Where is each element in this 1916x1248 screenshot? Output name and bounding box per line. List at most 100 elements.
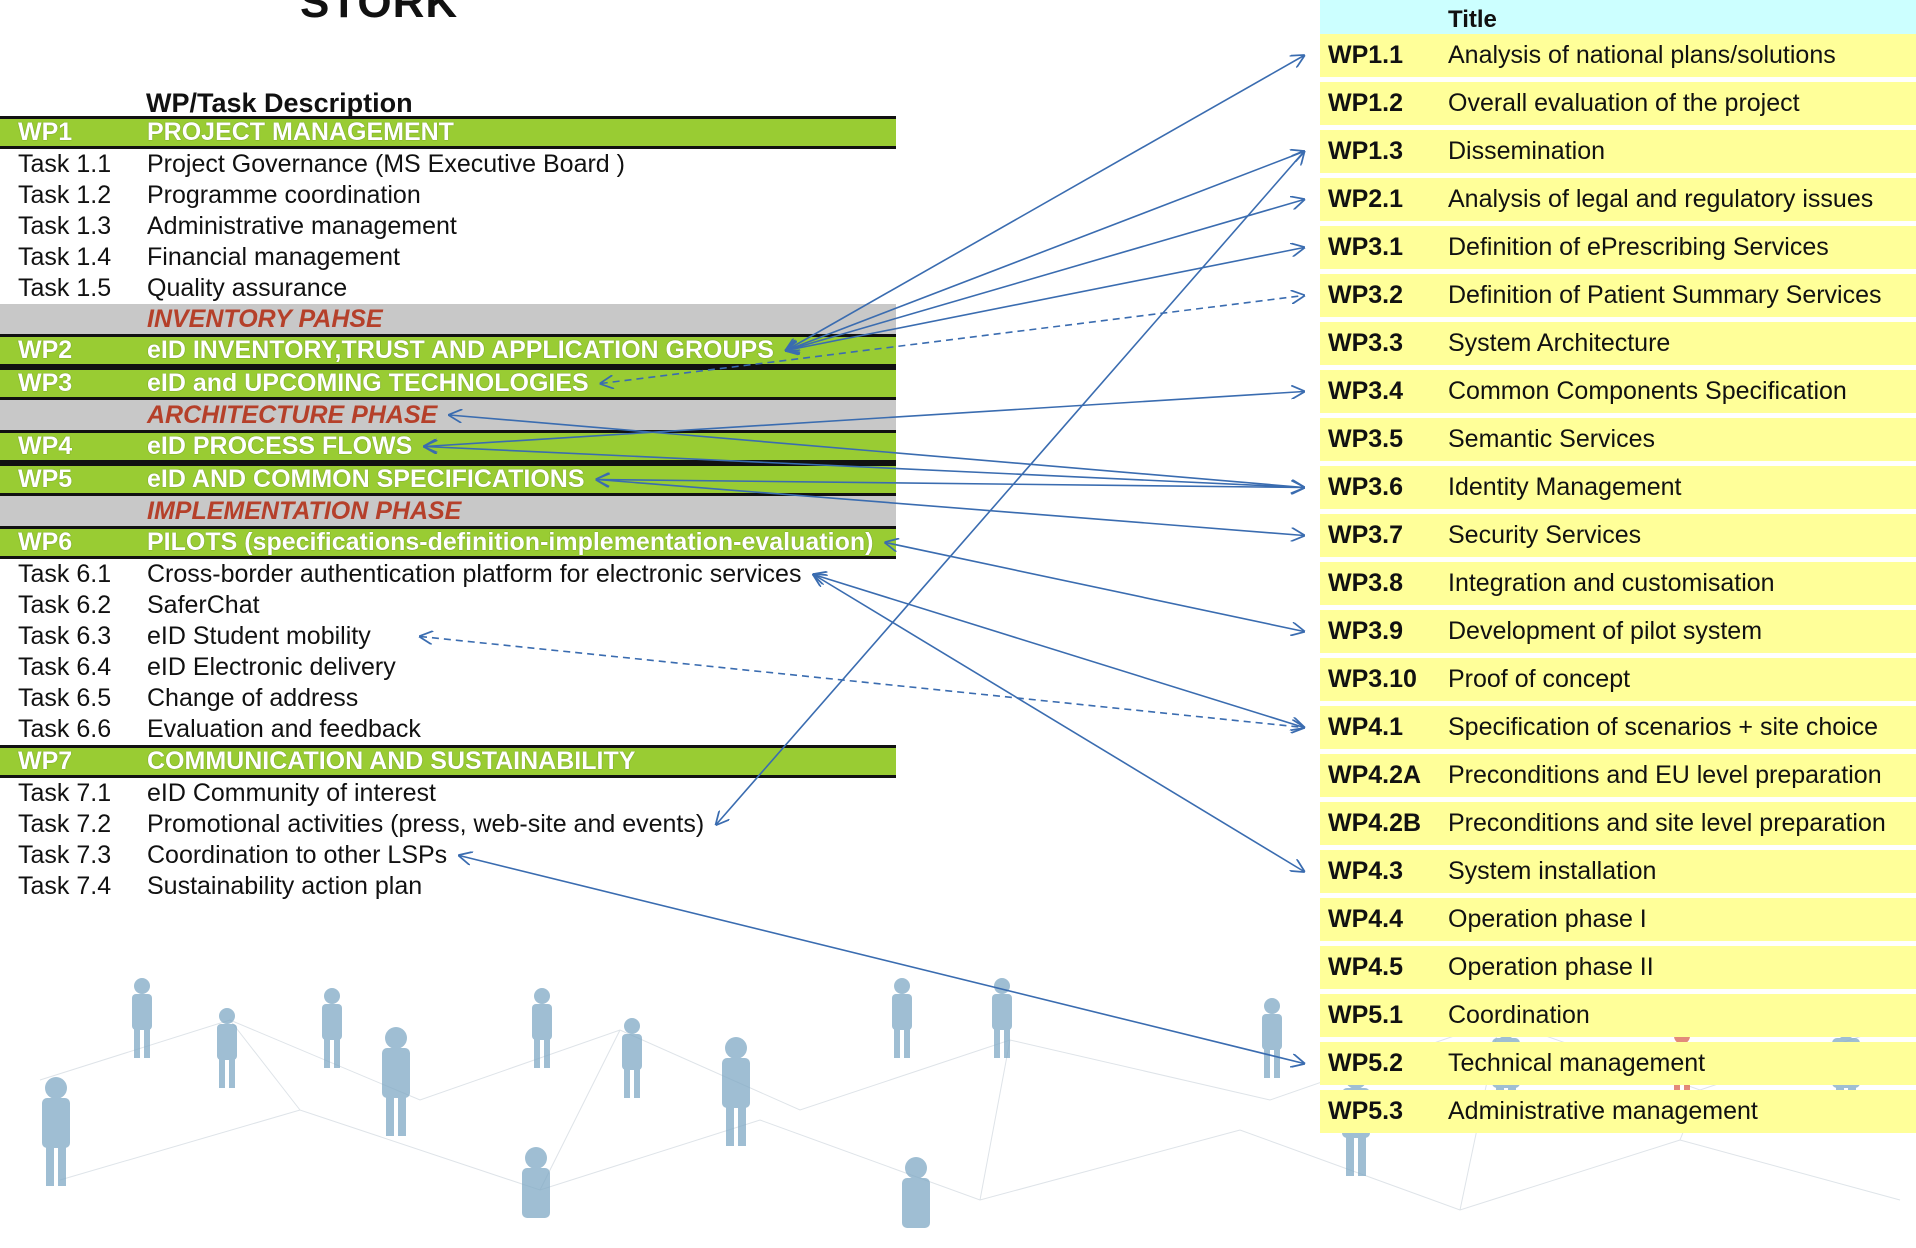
task-row: Task 1.2 Programme coordination xyxy=(0,180,896,211)
deliverable-title: Definition of ePrescribing Services xyxy=(1448,233,1829,261)
row-label: Project Governance (MS Executive Board ) xyxy=(147,150,625,178)
deliverable-title: Administrative management xyxy=(1448,1097,1758,1125)
page-title: STORK xyxy=(300,0,459,27)
row-code: WP4 xyxy=(18,432,73,460)
wp-task-header-label: WP/Task Description xyxy=(146,88,413,118)
wp-row: WP2 eID INVENTORY,TRUST AND APPLICATION G… xyxy=(0,334,896,367)
row-code: Task 7.1 xyxy=(18,779,112,807)
deliverable-id: WP3.3 xyxy=(1328,329,1404,357)
deliverable-table-header: Title xyxy=(1320,0,1916,34)
deliverable-row: WP5.3 Administrative management xyxy=(1320,1090,1916,1133)
row-label: eID Electronic delivery xyxy=(147,653,396,681)
deliverable-title: Technical management xyxy=(1448,1049,1706,1077)
deliverable-title: Coordination xyxy=(1448,1001,1590,1029)
row-label: eID and UPCOMING TECHNOLOGIES xyxy=(147,369,589,397)
deliverable-id: WP4.2A xyxy=(1328,761,1422,789)
phase-row: IMPLEMENTATION PHASE xyxy=(0,496,896,526)
row-label: eID Community of interest xyxy=(147,779,436,807)
deliverable-title: Operation phase I xyxy=(1448,905,1647,933)
deliverable-id: WP3.1 xyxy=(1328,233,1404,261)
deliverable-id: WP3.9 xyxy=(1328,617,1404,645)
deliverable-title: Definition of Patient Summary Services xyxy=(1448,281,1882,309)
deliverable-id: WP3.4 xyxy=(1328,377,1404,405)
deliverable-header-label: Title xyxy=(1448,6,1497,33)
row-code: WP5 xyxy=(18,465,73,493)
deliverable-id: WP1.1 xyxy=(1328,41,1404,69)
row-label: eID INVENTORY,TRUST AND APPLICATION GROU… xyxy=(147,336,774,364)
row-code: Task 1.3 xyxy=(18,212,112,240)
task-row: Task 1.4 Financial management xyxy=(0,242,896,273)
row-code: Task 1.1 xyxy=(18,150,112,178)
deliverable-title: Preconditions and site level preparation xyxy=(1448,809,1886,837)
deliverable-title: Analysis of legal and regulatory issues xyxy=(1448,185,1874,213)
deliverable-row: WP3.4 Common Components Specification xyxy=(1320,370,1916,413)
row-label: Administrative management xyxy=(147,212,457,240)
deliverable-id: WP3.8 xyxy=(1328,569,1404,597)
deliverable-title: Common Components Specification xyxy=(1448,377,1847,405)
row-code: Task 6.2 xyxy=(18,591,112,619)
deliverable-title: Semantic Services xyxy=(1448,425,1656,453)
deliverable-title: Development of pilot system xyxy=(1448,617,1763,645)
row-label: Coordination to other LSPs xyxy=(147,841,448,869)
row-label: Financial management xyxy=(147,243,400,271)
deliverable-row: WP4.1 Specification of scenarios + site c… xyxy=(1320,706,1916,749)
row-label: PROJECT MANAGEMENT xyxy=(147,118,454,146)
deliverable-row: WP4.2B Preconditions and site level prepa… xyxy=(1320,802,1916,845)
row-label: Programme coordination xyxy=(147,181,421,209)
row-label: COMMUNICATION AND SUSTAINABILITY xyxy=(147,747,636,775)
row-code: WP2 xyxy=(18,336,73,364)
row-code: Task 1.2 xyxy=(18,181,112,209)
wp-task-table: WP/Task Description WP1 PROJECT MANAGEMEN… xyxy=(0,88,896,902)
row-label: Quality assurance xyxy=(147,274,348,302)
deliverable-id: WP4.2B xyxy=(1328,809,1422,837)
row-code: Task 7.2 xyxy=(18,810,112,838)
row-label: Change of address xyxy=(147,684,359,712)
deliverable-id: WP4.1 xyxy=(1328,713,1404,741)
row-code: WP6 xyxy=(18,528,73,556)
row-code: Task 6.4 xyxy=(18,653,112,681)
deliverable-title: Operation phase II xyxy=(1448,953,1654,981)
deliverable-title: Specification of scenarios + site choice xyxy=(1448,713,1879,741)
row-code: Task 1.4 xyxy=(18,243,112,271)
deliverable-id: WP3.6 xyxy=(1328,473,1404,501)
deliverable-id: WP5.3 xyxy=(1328,1097,1404,1125)
row-label: SaferChat xyxy=(147,591,260,619)
row-label: eID AND COMMON SPECIFICATIONS xyxy=(147,465,585,493)
row-code: WP1 xyxy=(18,118,73,146)
deliverable-id: WP1.2 xyxy=(1328,89,1404,117)
row-code: WP3 xyxy=(18,369,73,397)
deliverable-title: System installation xyxy=(1448,857,1657,885)
task-row: Task 1.1 Project Governance (MS Executive… xyxy=(0,149,896,180)
deliverable-title: Overall evaluation of the project xyxy=(1448,89,1800,117)
deliverable-id: WP3.7 xyxy=(1328,521,1404,549)
link-arrow-wp6-to-wp3.9 xyxy=(885,543,1304,632)
deliverable-id: WP3.2 xyxy=(1328,281,1404,309)
deliverable-title: Proof of concept xyxy=(1448,665,1631,693)
row-label: eID Student mobility xyxy=(147,622,371,650)
row-code: Task 6.5 xyxy=(18,684,112,712)
deliverable-row: WP4.5 Operation phase II xyxy=(1320,946,1916,989)
deliverable-title: Analysis of national plans/solutions xyxy=(1448,41,1836,69)
deliverable-id: WP4.5 xyxy=(1328,953,1404,981)
deliverable-title: Preconditions and EU level preparation xyxy=(1448,761,1882,789)
phase-row: INVENTORY PAHSE xyxy=(0,304,896,334)
deliverable-title: Dissemination xyxy=(1448,137,1606,165)
